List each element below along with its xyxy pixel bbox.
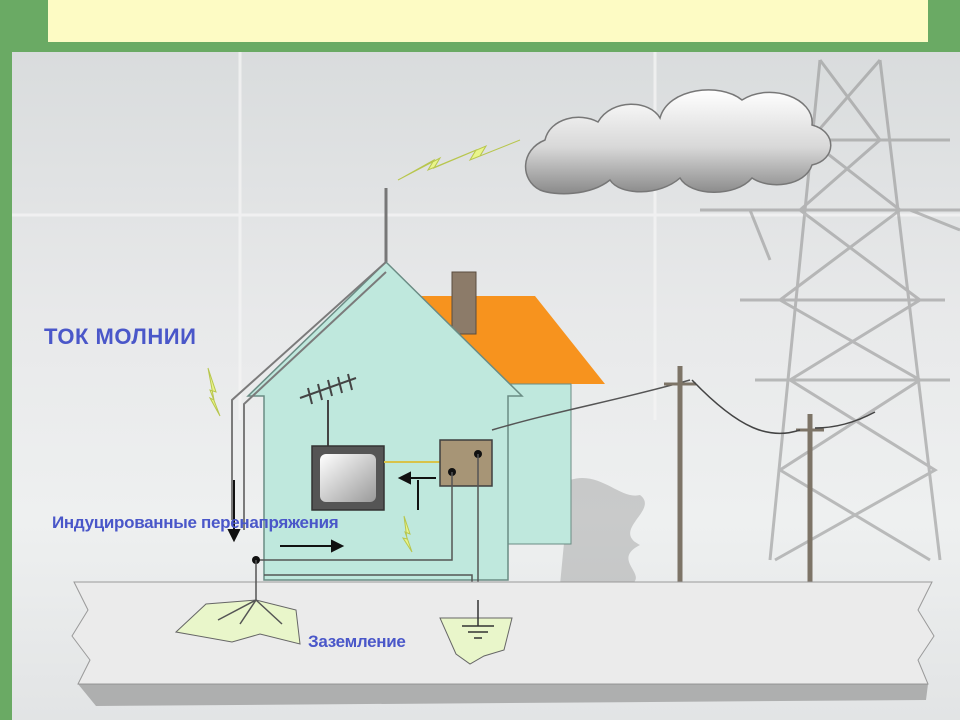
grounding-label: Заземление (308, 632, 406, 651)
cloud-icon (524, 89, 832, 195)
chimney (451, 271, 477, 335)
pole-crossarms (664, 382, 824, 432)
surge-arrows (227, 471, 436, 553)
lightning-conductor (231, 261, 387, 530)
lightning-bolt-icon (401, 515, 413, 553)
ground-shadow (78, 684, 928, 706)
ground-electrode (174, 560, 301, 645)
tv-antenna-icon (299, 373, 357, 448)
induced-overvoltage-label: Индуцированные перенапряжения (52, 513, 339, 532)
house-wing (504, 383, 572, 545)
lightning-current-label: ТОК МОЛНИИ (44, 324, 197, 349)
ground-symbol-icon (439, 600, 513, 665)
lightning-bolt-icon (397, 139, 521, 181)
title-bar (48, 0, 928, 42)
diagram-stage: ТОК МОЛНИИ Индуцированные перенапряжения… (12, 52, 960, 720)
utility-pole-icon (677, 366, 813, 584)
power-lines (691, 379, 876, 435)
house-shadow (560, 477, 645, 585)
television-icon (311, 445, 440, 511)
lightning-bolt-icon (207, 367, 221, 417)
electric-panel-icon (439, 439, 493, 487)
